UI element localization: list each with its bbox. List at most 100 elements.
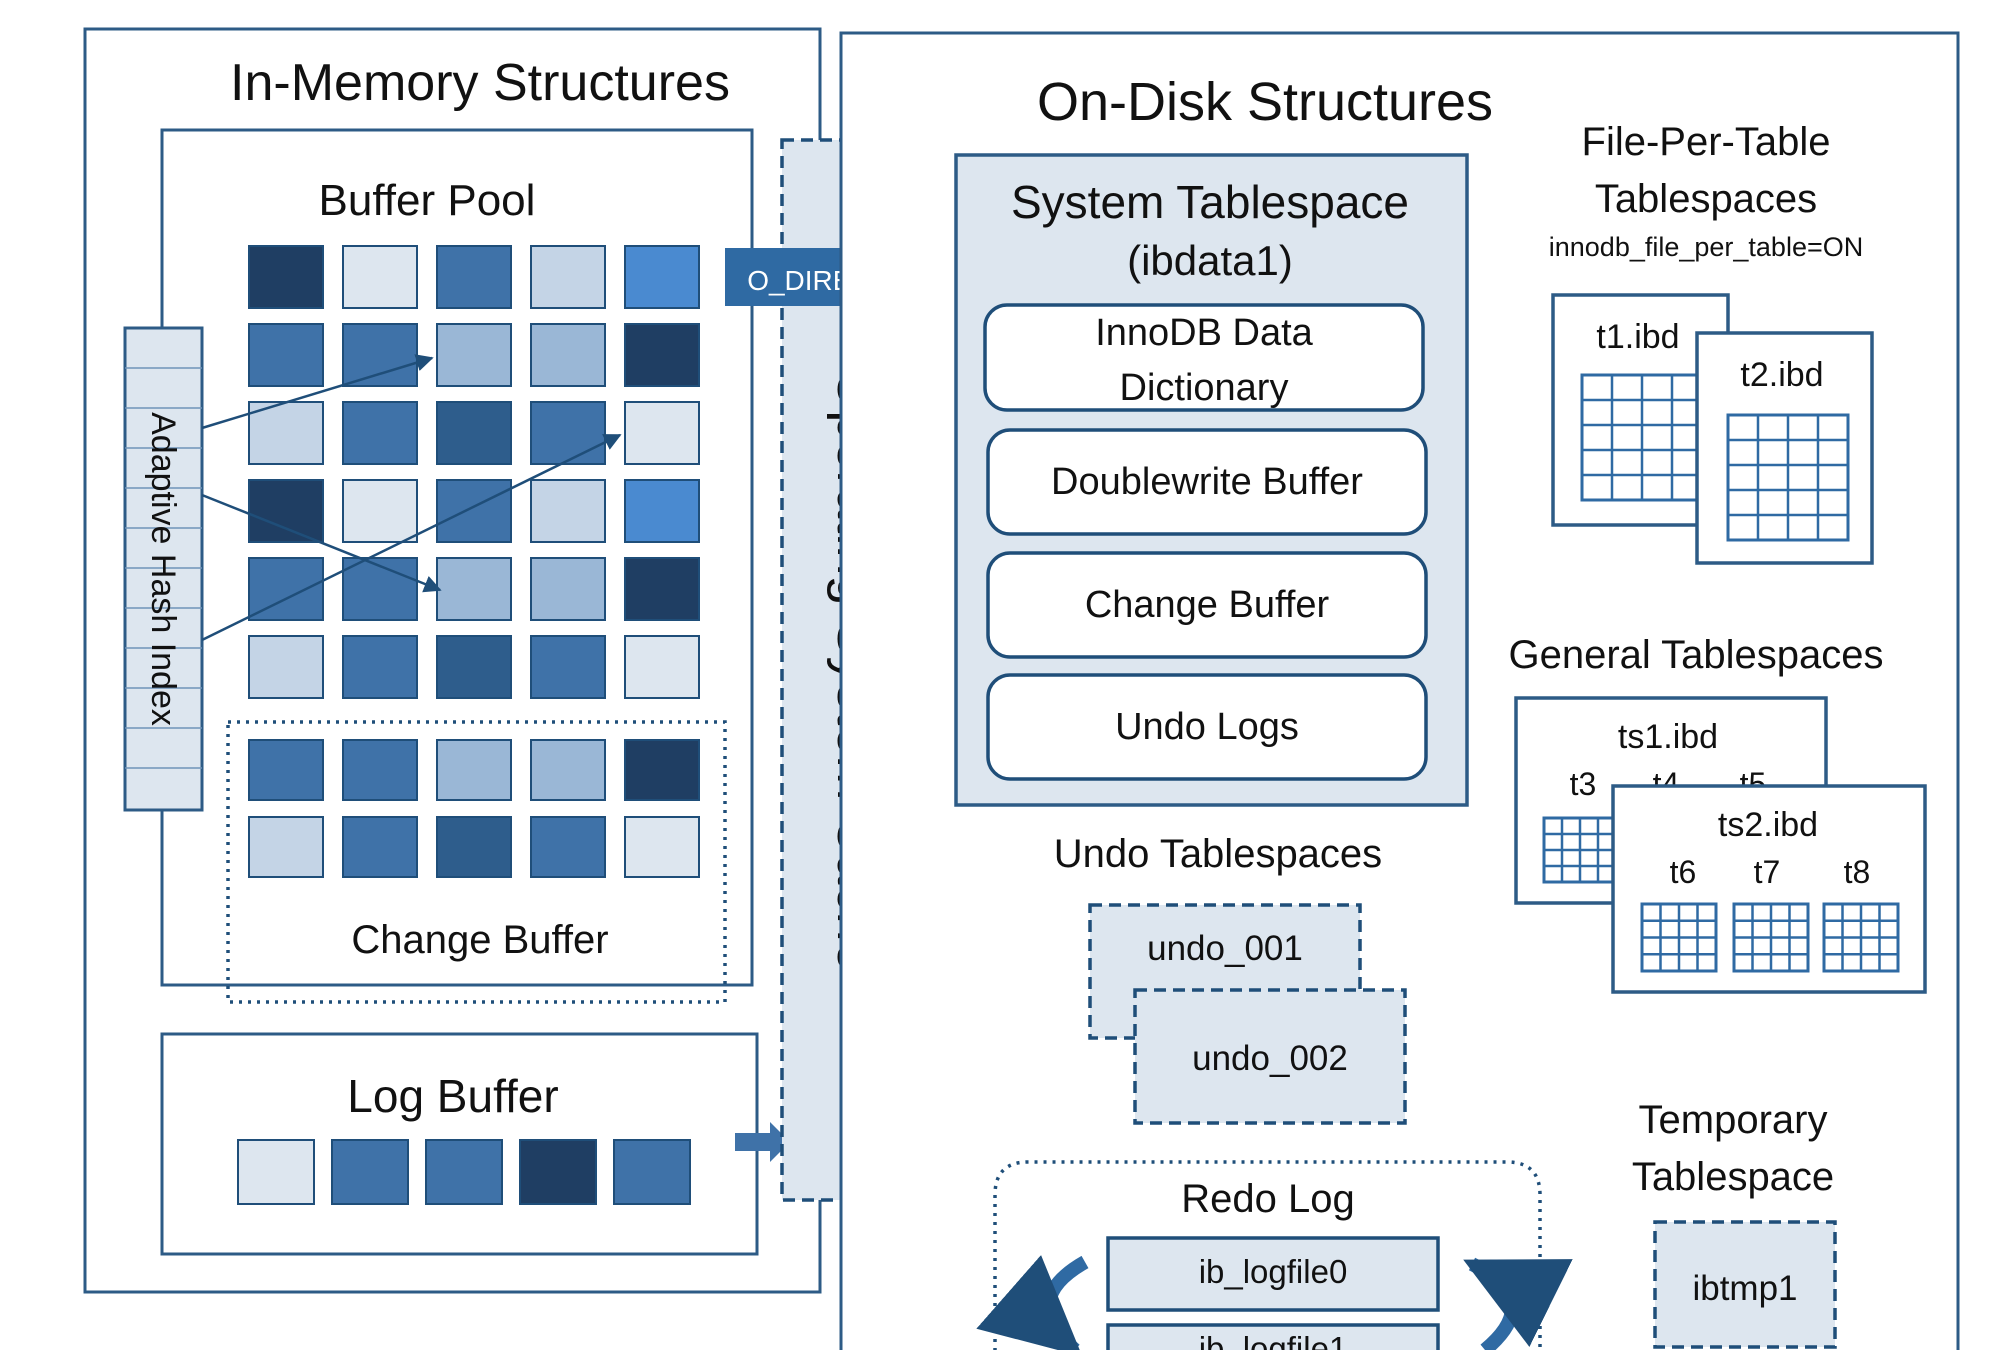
change-buffer-label: Change Buffer [351,918,608,962]
buffer-pool-page [436,245,512,309]
ibtmp1-label: ibtmp1 [1692,1269,1797,1308]
buffer-pool-page [342,635,418,699]
buffer-pool-page [436,635,512,699]
data-dictionary-box [983,303,1425,412]
change-buffer-page [624,816,700,878]
file-per-table-title-line1: File-Per-Table [1582,120,1831,164]
change-buffer-page [436,739,512,801]
redo-log-title: Redo Log [1181,1177,1354,1221]
adaptive-hash-index-label: Adaptive Hash Index [144,412,182,726]
log-buffer-cell [519,1139,597,1205]
buffer-pool-page [530,557,606,621]
undo-002-file [1133,988,1407,1125]
ib-logfile1-file [1106,1323,1440,1350]
log-buffer-cell [425,1139,503,1205]
ts2-table-t6: t6 [1670,854,1697,890]
ib-logfile1-label: ib_logfile1 [1199,1330,1348,1350]
ib-logfile0-file [1106,1236,1440,1312]
temporary-title-line2: Tablespace [1632,1155,1834,1199]
buffer-pool-page [248,245,324,309]
temporary-tablespace: Temporary Tablespace ibtmp1 [1632,1098,1837,1349]
buffer-pool-page [624,479,700,543]
change-buffer-disk-box [986,551,1428,659]
adaptive-hash-index-slots [125,367,202,769]
undo-logs-box [986,673,1428,781]
data-dictionary-label-line2: Dictionary [1120,367,1289,409]
ts2-table-t8: t8 [1844,854,1871,890]
on-disk-title: On-Disk Structures [1037,72,1493,132]
buffer-pool-page [624,245,700,309]
change-buffer-page [436,816,512,878]
log-buffer-cells [237,1139,691,1205]
table-grid-icon [1640,902,1718,973]
t1-table-icon [1580,373,1704,502]
log-buffer-cell [237,1139,315,1205]
table-grid-icon [1542,816,1618,884]
buffer-pool-page [342,323,418,387]
redo-cycle-left-icon [976,1254,1089,1350]
table-grid-icon [1732,902,1810,973]
in-memory-title: In-Memory Structures [230,54,730,112]
table-grid-icon [1580,373,1704,502]
buffer-pool-pages [248,245,700,699]
ib-logfile0-label: ib_logfile0 [1199,1253,1348,1290]
undo-tablespaces-title: Undo Tablespaces [1054,832,1382,876]
undo-002-label: undo_002 [1192,1039,1348,1078]
table-grid-icon [1726,413,1850,542]
change-buffer-page [248,739,324,801]
ts2-table-icons [1640,902,1900,973]
ts1-table-t3: t3 [1570,766,1597,802]
buffer-pool-page [624,557,700,621]
buffer-pool-page [342,401,418,465]
general-tablespaces: General Tablespaces ts1.ibd t3 t4 t5 ts2… [1508,633,1927,994]
buffer-pool-page [248,323,324,387]
buffer-pool-page [530,635,606,699]
change-buffer-page [342,816,418,878]
buffer-pool-page [342,245,418,309]
hash-pointer-arrow [201,433,622,642]
log-buffer: Log Buffer [160,1032,790,1256]
change-buffer-page [530,816,606,878]
undo-001-label: undo_001 [1147,929,1303,968]
hash-pointers [201,354,622,642]
buffer-pool-page [436,401,512,465]
t3-table-icon [1542,816,1618,884]
t1-ibd-label: t1.ibd [1596,318,1679,356]
general-tablespaces-title: General Tablespaces [1508,633,1883,677]
redo-cycle-right-icon [1463,1257,1573,1350]
ts2-ibd-label: ts2.ibd [1718,806,1818,844]
change-buffer-memory: Change Buffer [226,720,727,1004]
ts1-ibd-label: ts1.ibd [1618,718,1718,756]
log-buffer-arrow [735,1122,790,1162]
doublewrite-buffer-label: Doublewrite Buffer [1051,461,1363,503]
doublewrite-buffer-box [986,428,1428,536]
change-buffer-disk-label: Change Buffer [1085,584,1330,626]
data-dictionary-label-line1: InnoDB Data [1095,312,1313,354]
file-per-table-title-line2: Tablespaces [1595,177,1817,221]
buffer-pool-page [530,323,606,387]
file-per-table-setting: innodb_file_per_table=ON [1549,232,1863,262]
buffer-pool: Buffer Pool Adaptive Hash Index Change B… [123,128,754,1004]
change-buffer-page [530,739,606,801]
buffer-pool-page [436,479,512,543]
temporary-title-line1: Temporary [1639,1098,1828,1142]
system-tablespace-subtitle: (ibdata1) [1127,237,1293,284]
buffer-pool-page [530,479,606,543]
buffer-pool-page [248,401,324,465]
redo-log: Redo Log ib_logfile0 ib_logfile1 [976,1160,1573,1350]
on-disk-structures: On-Disk Structures System Tablespace (ib… [839,31,1960,1350]
hash-pointer-arrow [201,493,442,593]
log-buffer-cell [613,1139,691,1205]
buffer-pool-page [624,323,700,387]
file-per-table-tablespaces: File-Per-Table Tablespaces innodb_file_p… [1549,120,1874,565]
buffer-pool-page [624,401,700,465]
ts2-table-t7: t7 [1754,854,1781,890]
buffer-pool-page [248,635,324,699]
system-tablespace: System Tablespace (ibdata1) InnoDB Data … [954,153,1469,807]
buffer-pool-page [624,635,700,699]
buffer-pool-page [248,479,324,543]
buffer-pool-page [342,479,418,543]
hash-pointer-arrow [201,354,434,430]
buffer-pool-page [436,557,512,621]
